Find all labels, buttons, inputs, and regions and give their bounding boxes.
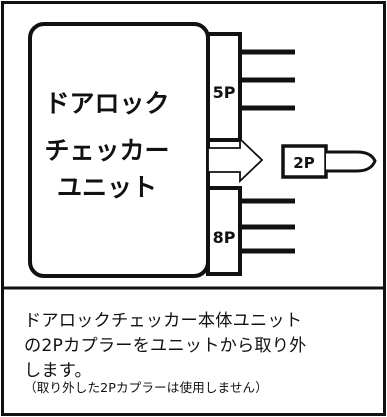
arrow-right-icon — [207, 136, 264, 184]
connector-5p-wires — [240, 49, 295, 111]
caption-line-3: します。 — [24, 361, 92, 381]
connector-8p-wires — [240, 198, 295, 254]
connector-8p-label: 8P — [213, 228, 236, 247]
unit-label-line-1: ドアロック — [44, 89, 169, 118]
caption-line-1: ドアロックチェッカー本体ユニット — [24, 311, 303, 331]
connector-8p — [206, 186, 242, 276]
unit-label-line-2: チェッカー — [44, 136, 169, 165]
caption-note: （取り外した2Pカプラーは使用しません） — [24, 380, 268, 395]
coupler-2p-tail — [326, 150, 377, 173]
unit-label-line-3: ユニット — [57, 173, 157, 202]
connector-5p — [206, 32, 242, 142]
connector-5p-label: 5P — [213, 83, 236, 102]
coupler-2p-label: 2P — [293, 154, 314, 172]
caption-line-2: の2Pカプラーをユニットから取り外 — [24, 336, 307, 356]
coupler-2p — [281, 144, 328, 179]
